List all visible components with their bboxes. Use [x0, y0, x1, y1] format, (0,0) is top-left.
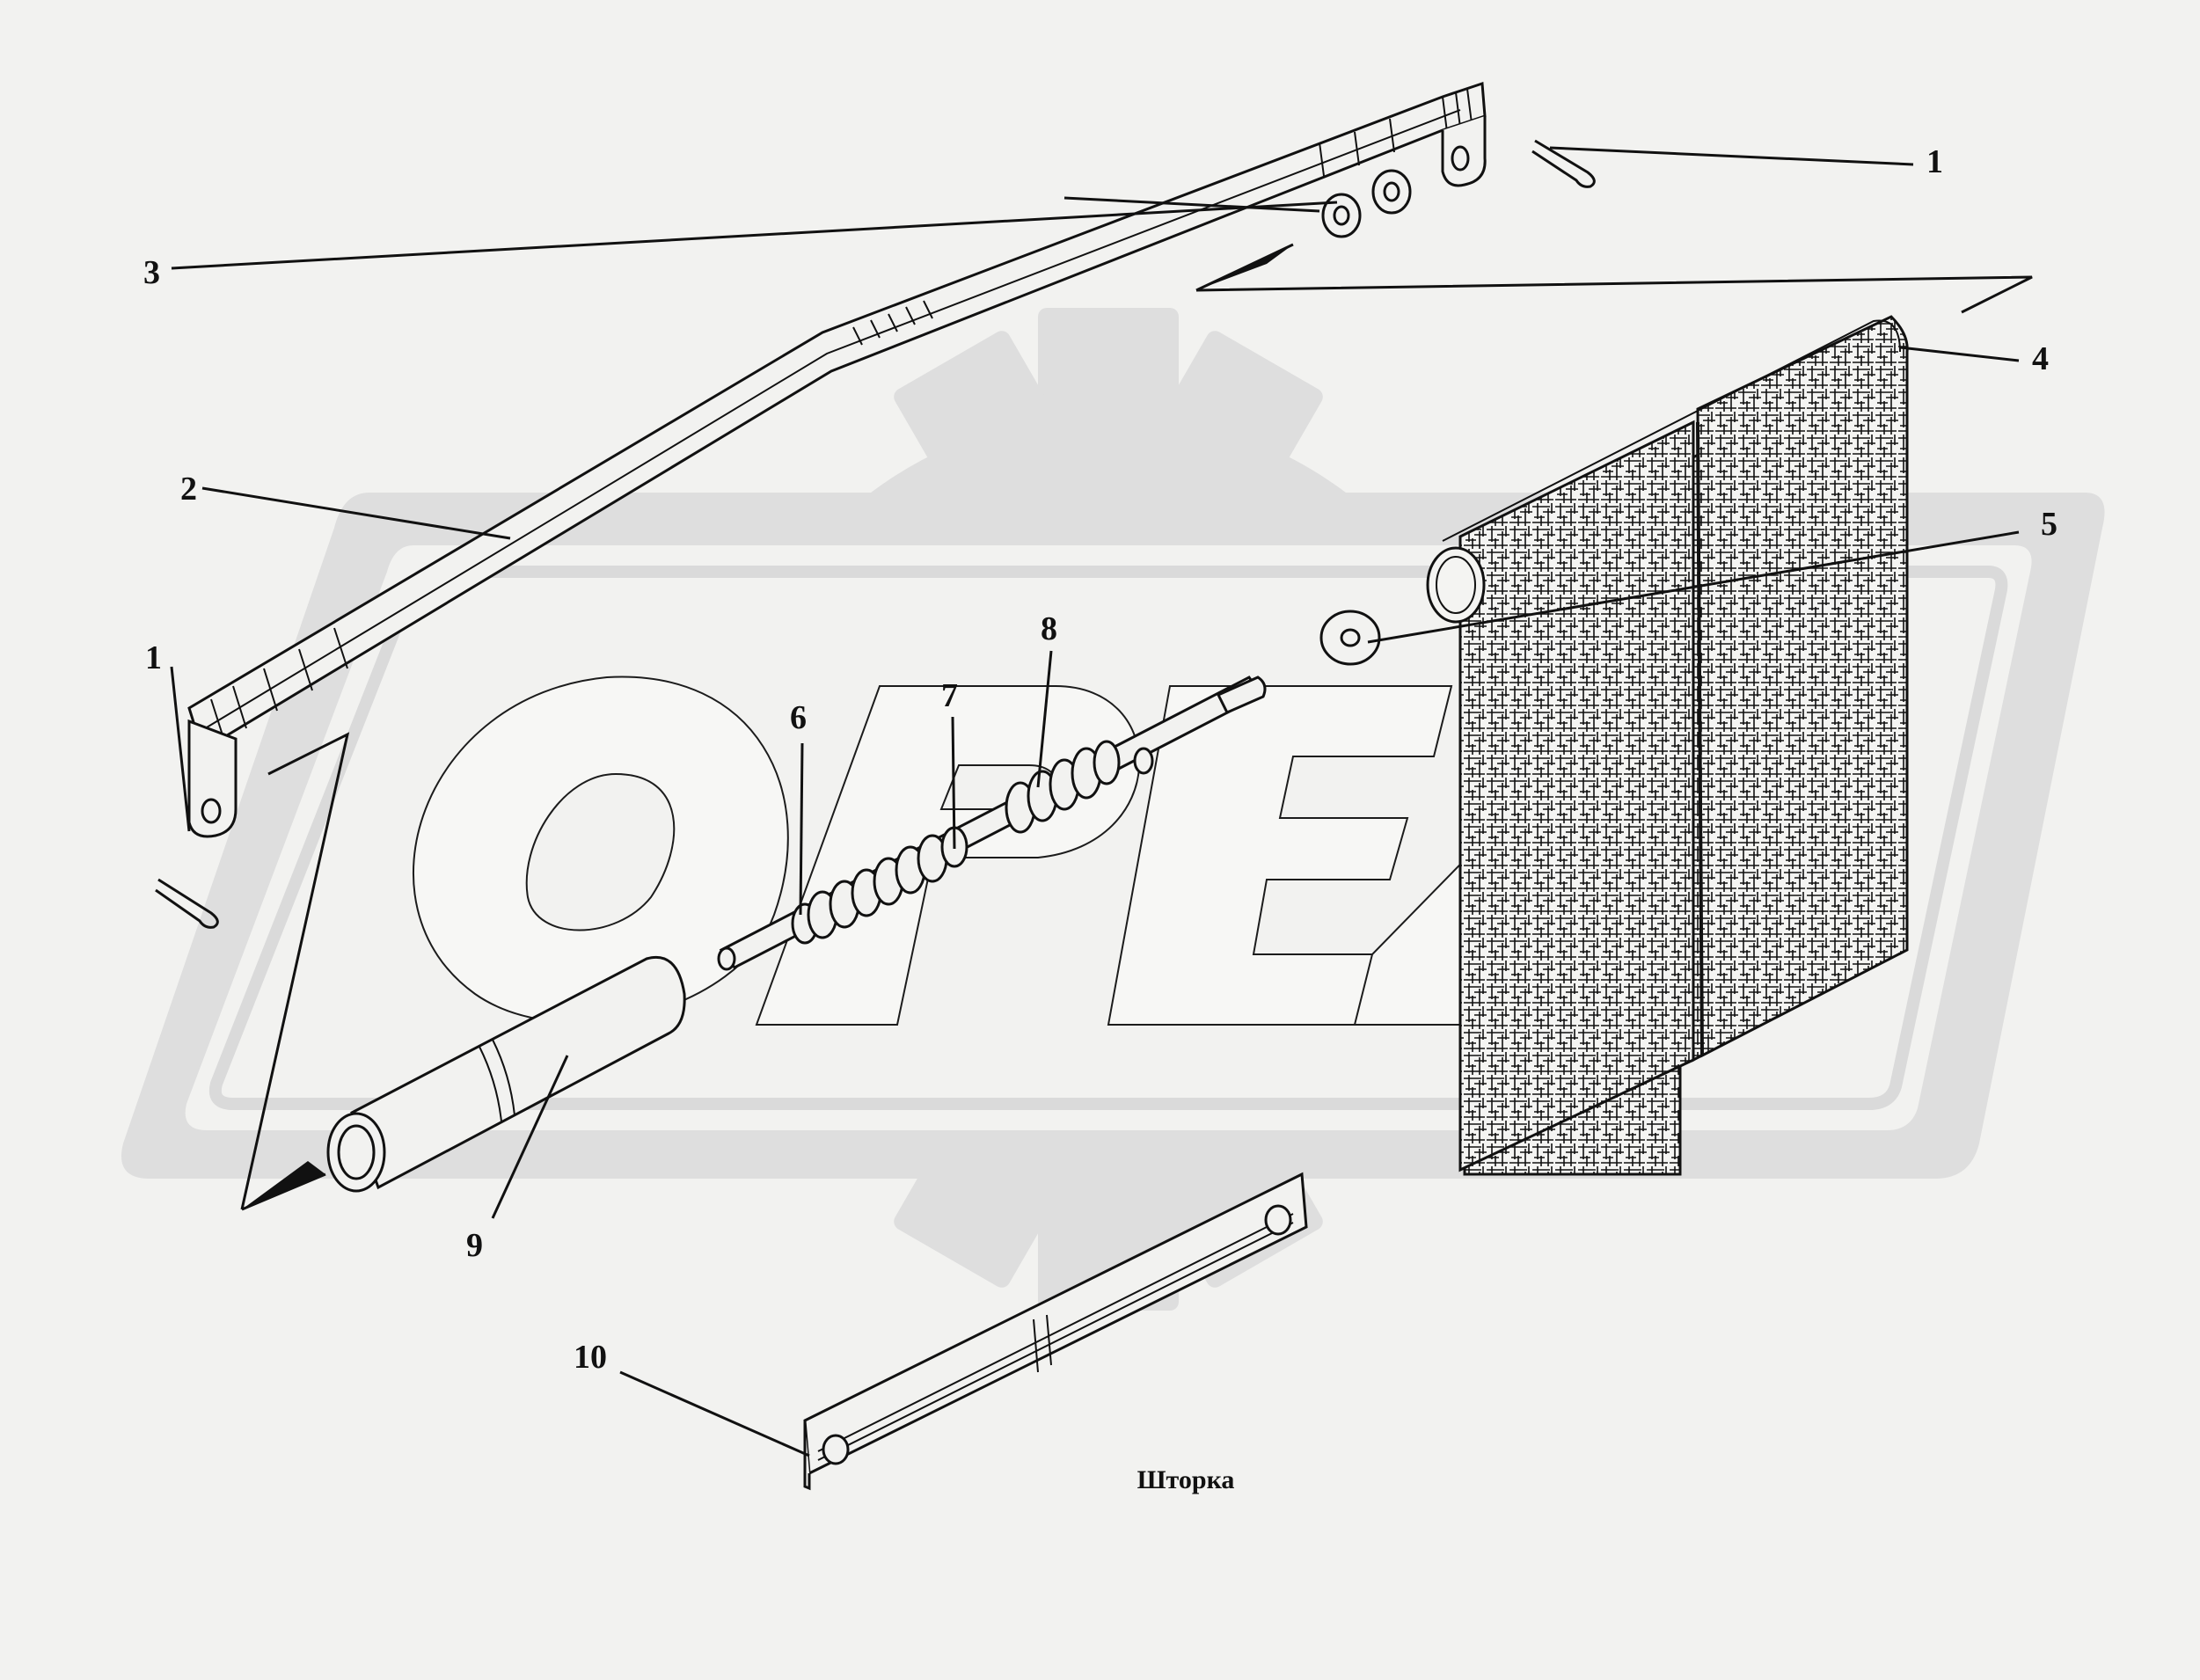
diagram-caption: Шторка [1137, 1465, 1235, 1494]
callout-7: 7 [941, 677, 958, 714]
leader-9 [491, 1055, 569, 1219]
spring-part-7 [807, 826, 968, 939]
leader-lines [170, 146, 2020, 1457]
assembly-arrow-left [240, 732, 350, 1211]
washer-part-3a [1321, 193, 1362, 238]
leader-3-branch [1063, 196, 1320, 213]
cotter-pin-part-1-top [1531, 139, 1596, 188]
washer-part-3b [1371, 169, 1412, 215]
leader-3 [171, 201, 1338, 270]
leader-8 [1036, 650, 1053, 788]
callout-3: 3 [143, 254, 160, 291]
cotter-pin-part-1-left [155, 878, 219, 929]
callout-9: 9 [466, 1227, 483, 1264]
leader-1-top [1549, 146, 1914, 166]
callout-8: 8 [1041, 610, 1057, 647]
bar-part-2 [187, 81, 1487, 838]
callout-1-top: 1 [1926, 143, 1943, 180]
callout-2: 2 [180, 471, 197, 508]
tube-part-9 [326, 956, 686, 1193]
leader-1-left [170, 666, 191, 832]
callout-6: 6 [790, 699, 807, 736]
leader-2 [201, 486, 511, 540]
callout-1-left: 1 [145, 639, 162, 676]
leader-10 [619, 1370, 810, 1457]
leader-6 [799, 742, 804, 916]
spring-part-8 [1005, 740, 1121, 834]
assembly-arrow-top [1195, 243, 2033, 314]
curtain-part-4 [1426, 315, 1909, 1176]
callout-labels: 1 1 2 3 4 5 6 7 8 9 10 [143, 143, 2057, 1376]
leader-4 [1899, 346, 2020, 362]
callout-10: 10 [574, 1339, 607, 1376]
washer-part-5 [1319, 610, 1381, 666]
callout-4: 4 [2032, 340, 2049, 377]
leader-5 [1367, 530, 2020, 644]
callout-5: 5 [2041, 506, 2057, 543]
leader-7 [951, 716, 956, 850]
